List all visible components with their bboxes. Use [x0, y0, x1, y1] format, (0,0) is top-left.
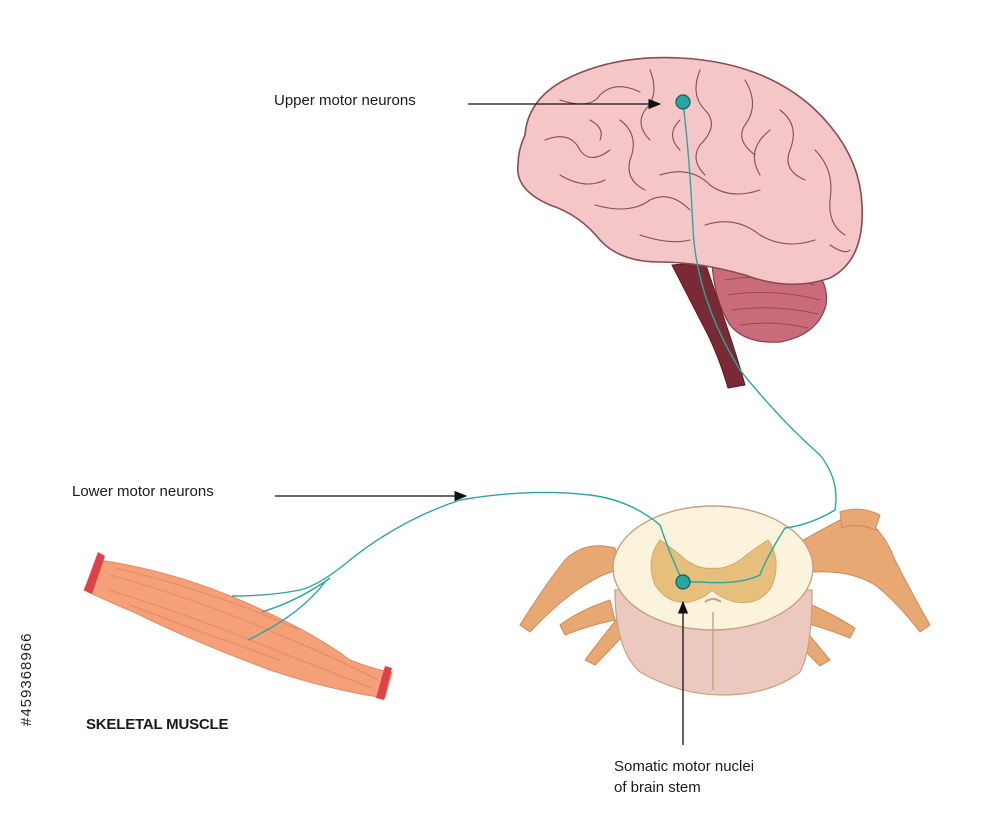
skeletal-muscle [83, 559, 393, 699]
lower-motor-neuron-cell [675, 574, 691, 590]
brain-gyri [544, 69, 851, 253]
image-id-text: #459368966 [18, 632, 35, 726]
upper-motor-axon [682, 102, 837, 584]
muscle-tendon-right [376, 666, 392, 700]
label-somatic-motor-nuclei-line1: Somatic motor nuclei [614, 758, 755, 775]
muscle-fibers [107, 567, 379, 689]
label-upper-motor-neurons: Upper motor neurons [274, 92, 416, 109]
muscle-tendon-left [84, 552, 105, 594]
upper-motor-neuron-cell [675, 94, 691, 110]
label-somatic-motor-nuclei-line2: of brain stem [614, 779, 701, 796]
label-lower-motor-neurons: Lower motor neurons [72, 483, 214, 500]
label-skeletal-muscle: SKELETAL MUSCLE [86, 716, 229, 733]
central-canal [704, 598, 722, 603]
